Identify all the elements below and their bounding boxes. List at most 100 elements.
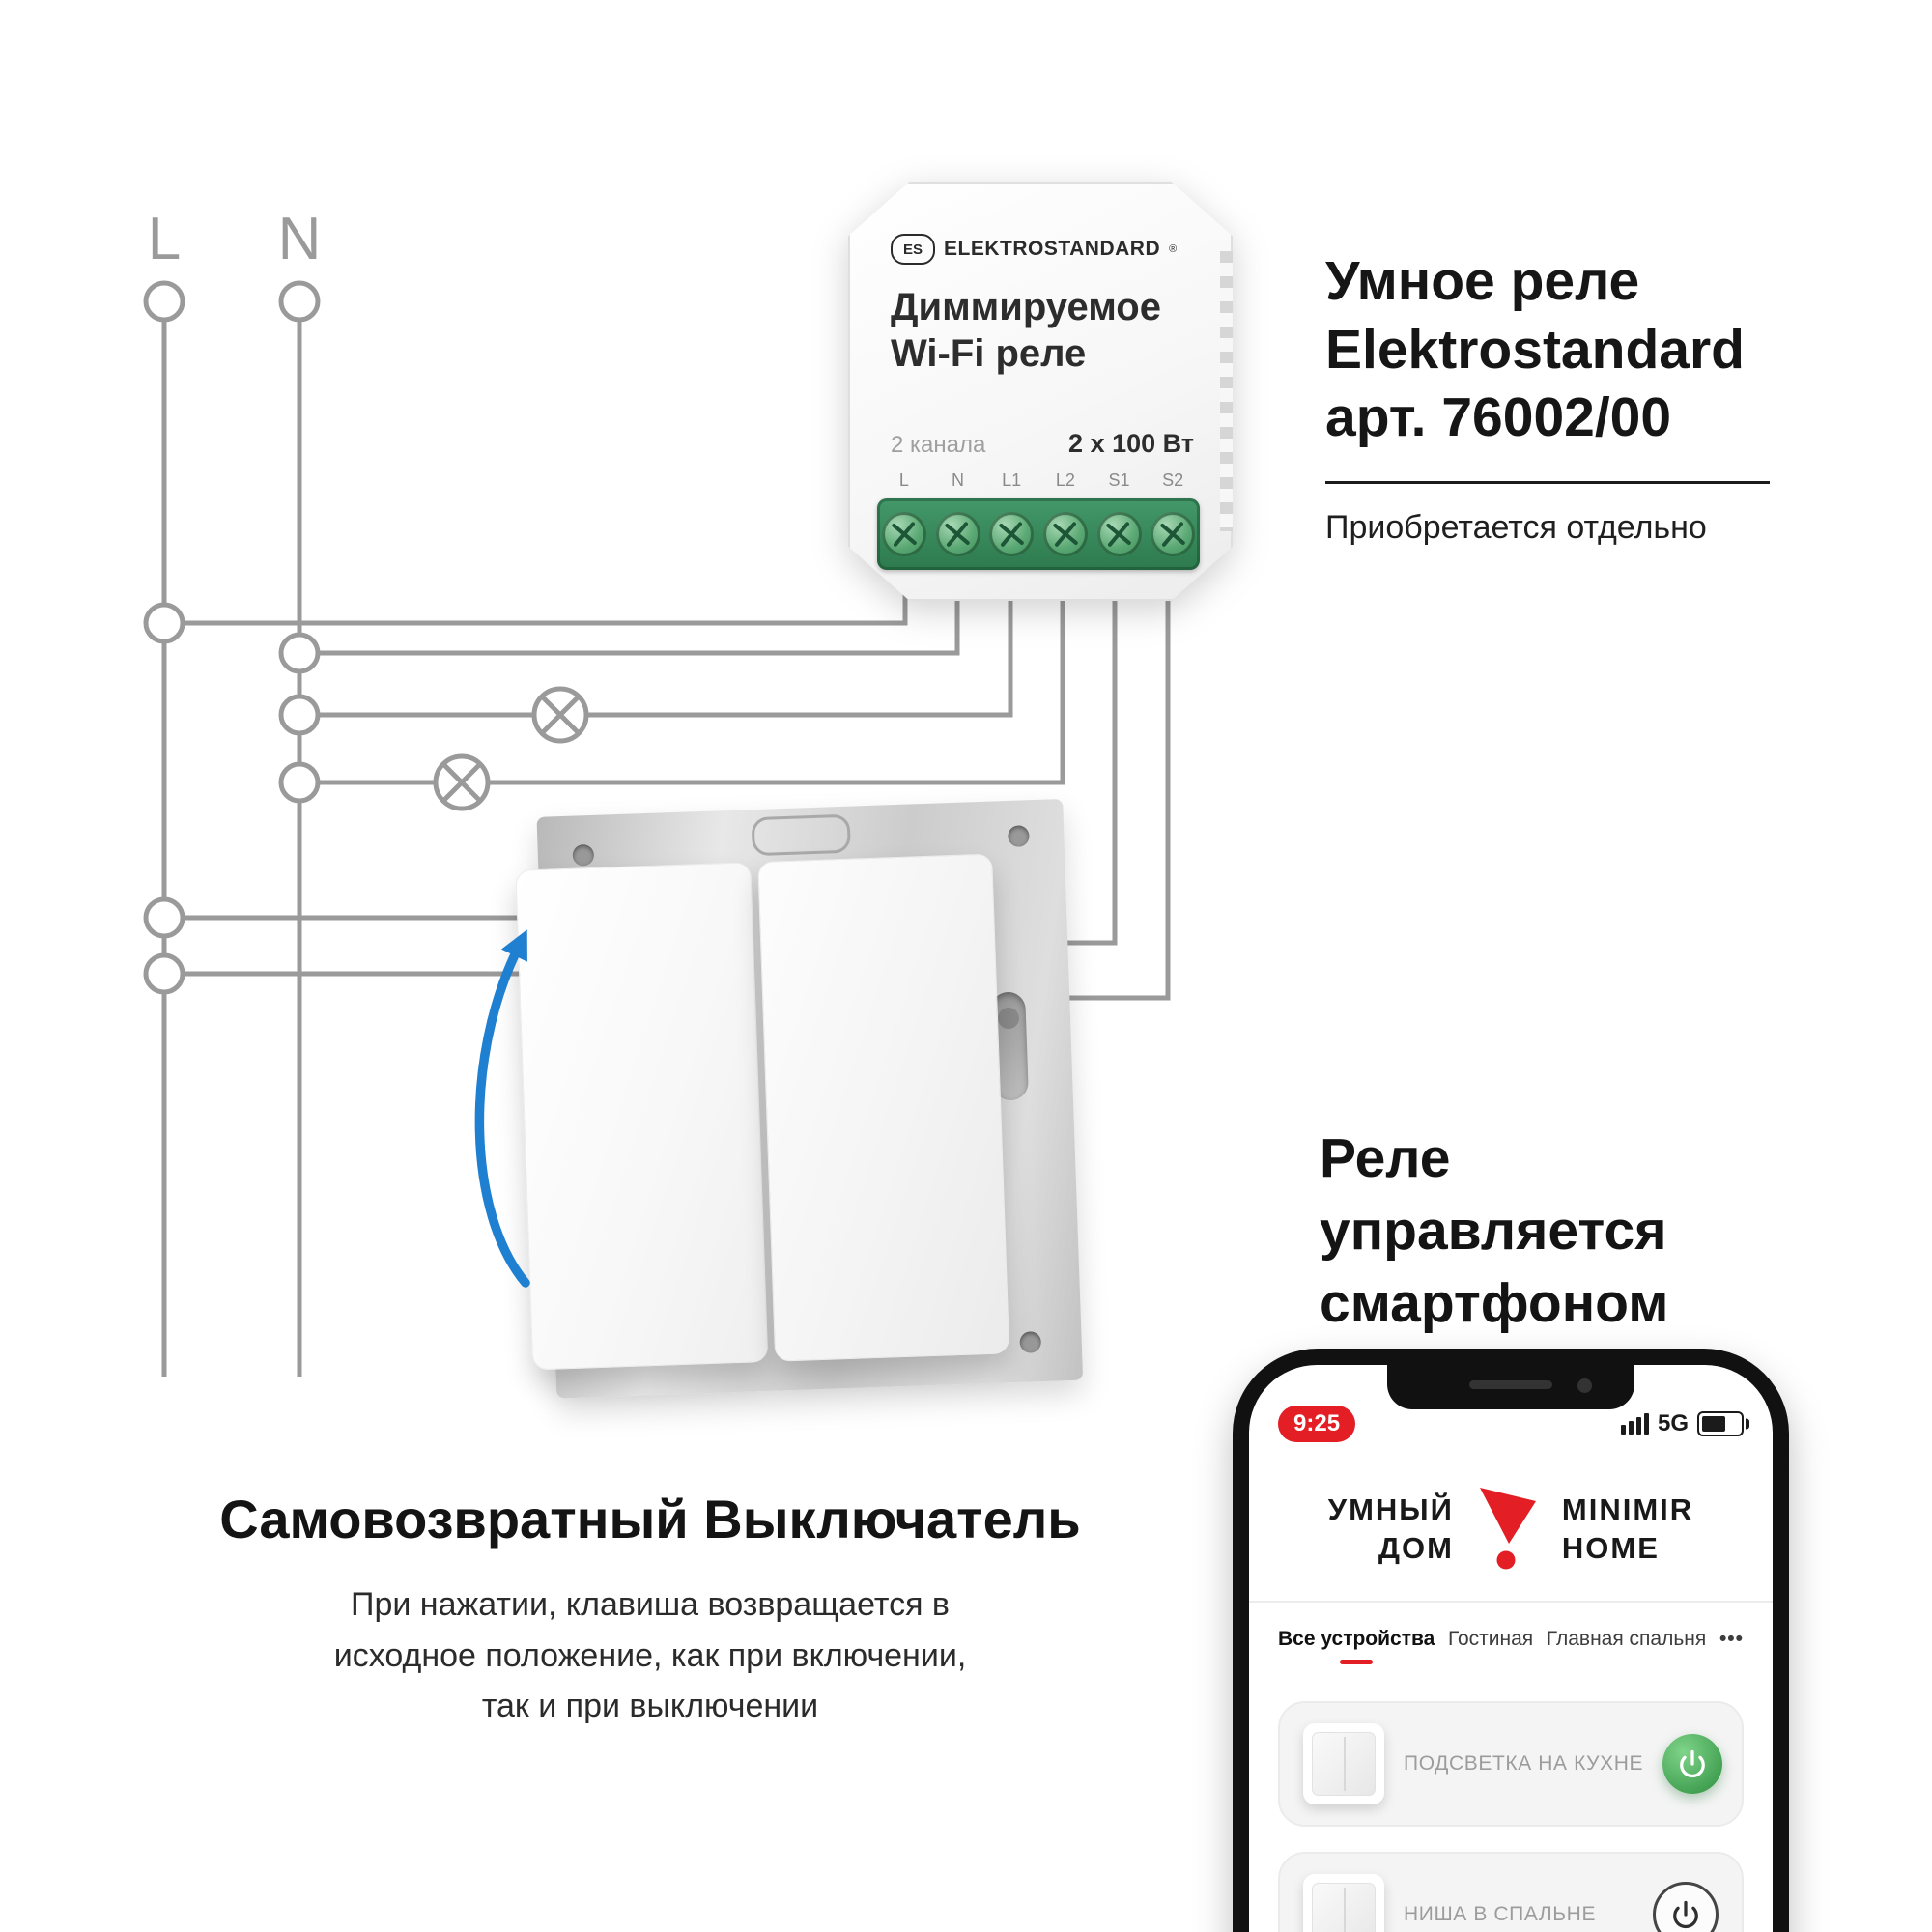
wire-to-terminal-l2 bbox=[299, 578, 1065, 785]
battery-icon bbox=[1697, 1411, 1744, 1436]
app-brand-left: УМНЫЙ ДОМ bbox=[1328, 1491, 1454, 1567]
terminal-block bbox=[877, 498, 1200, 570]
status-icons: 5G bbox=[1620, 1410, 1744, 1437]
lamp-icons bbox=[433, 686, 589, 811]
smart-control-title: Реле управляется смартфоном bbox=[1320, 1122, 1668, 1341]
terminal-label-l1: L1 bbox=[1002, 470, 1022, 490]
registered-mark: ® bbox=[1169, 243, 1178, 255]
power-icon bbox=[1680, 1749, 1705, 1778]
brand-left-line2: ДОМ bbox=[1378, 1531, 1454, 1565]
phase-label-l: L bbox=[148, 206, 181, 272]
wall-switch-illustration bbox=[515, 790, 1108, 1418]
camera-icon bbox=[1577, 1378, 1592, 1393]
junction-nodes bbox=[143, 280, 321, 995]
lamp-icon bbox=[433, 753, 491, 811]
tab-all-devices[interactable]: Все устройства bbox=[1278, 1628, 1435, 1664]
lamp-icon bbox=[531, 686, 589, 744]
neutral-label-n: N bbox=[278, 206, 322, 272]
terminal-screw bbox=[877, 512, 931, 556]
switch-rockers bbox=[515, 853, 1010, 1371]
phone-notch bbox=[1387, 1365, 1634, 1409]
relay-title-line2: Wi-Fi реле bbox=[891, 332, 1087, 375]
phone-screen: 9:25 5G УМНЫЙ ДОМ bbox=[1249, 1365, 1773, 1932]
relay-info-line3: арт. 76002/00 bbox=[1325, 386, 1672, 449]
wire-to-terminal-n bbox=[299, 578, 960, 656]
terminal-label-l: L bbox=[898, 470, 909, 490]
purchase-note: Приобретается отдельно bbox=[1325, 509, 1707, 547]
mounting-slot bbox=[751, 813, 851, 857]
brand-left-line1: УМНЫЙ bbox=[1327, 1492, 1454, 1527]
wire-to-terminal-l bbox=[164, 578, 908, 626]
power-icon bbox=[1673, 1900, 1698, 1929]
tab-label: Все устройства bbox=[1278, 1628, 1435, 1650]
device-name: НИША В СПАЛЬНЕ bbox=[1404, 1903, 1597, 1925]
brand-name: ELEKTROSTANDARD bbox=[944, 238, 1161, 260]
smart-title-line1: Реле bbox=[1320, 1127, 1451, 1189]
smart-home-app: 9:25 5G УМНЫЙ ДОМ bbox=[1249, 1365, 1773, 1932]
screw-hole bbox=[572, 843, 595, 867]
tab-living-room[interactable]: Гостиная bbox=[1448, 1628, 1533, 1651]
terminal-label-n: N bbox=[952, 470, 964, 490]
brand-right-line2: HOME bbox=[1561, 1531, 1660, 1565]
status-time: 9:25 bbox=[1278, 1406, 1356, 1442]
terminal-screw bbox=[1038, 512, 1093, 556]
relay-info-title: Умное реле Elektrostandard арт. 76002/00 bbox=[1325, 247, 1770, 452]
screw-hole bbox=[1008, 825, 1030, 847]
tab-label: Главная спальня bbox=[1546, 1628, 1707, 1650]
divider bbox=[1325, 481, 1770, 485]
terminal-screw bbox=[931, 512, 985, 556]
terminal-screw bbox=[1146, 512, 1200, 556]
relay-channels: 2 канала bbox=[891, 432, 986, 458]
relay-power-rating: 2 x 100 Вт bbox=[1068, 429, 1194, 458]
network-type: 5G bbox=[1657, 1410, 1689, 1436]
app-tabs: Все устройства Гостиная Главная спальня … bbox=[1278, 1628, 1744, 1664]
terminal-label-s1: S1 bbox=[1108, 470, 1130, 490]
relay-info-line2: Elektrostandard bbox=[1325, 318, 1745, 381]
status-bar: 9:25 5G bbox=[1278, 1406, 1744, 1442]
terminal-labels: L N L1 L2 S1 S2 bbox=[877, 470, 1200, 491]
relay-heatsink-fins bbox=[1220, 251, 1233, 531]
smart-title-line2: управляется bbox=[1320, 1200, 1667, 1263]
device-name: ПОДСВЕТКА НА КУХНЕ bbox=[1404, 1752, 1644, 1775]
tab-main-bedroom[interactable]: Главная спальня bbox=[1547, 1628, 1706, 1651]
speaker-icon bbox=[1469, 1380, 1552, 1389]
more-icon: ••• bbox=[1719, 1628, 1744, 1650]
tab-label: Гостиная bbox=[1447, 1628, 1534, 1650]
relay-device: ES ELEKTROSTANDARD ® Диммируемое Wi-Fi р… bbox=[848, 182, 1233, 601]
smart-title-line3: смартфоном bbox=[1320, 1272, 1669, 1335]
brand-right-line1: MINIMIR bbox=[1561, 1492, 1694, 1527]
header-divider bbox=[1249, 1601, 1773, 1603]
switch-description: При нажатии, клавиша возвращается в исхо… bbox=[333, 1586, 967, 1725]
return-arrow-icon bbox=[474, 929, 530, 1288]
active-tab-underline bbox=[1340, 1660, 1374, 1664]
signal-bars-icon bbox=[1620, 1413, 1649, 1435]
terminal-label-l2: L2 bbox=[1055, 470, 1075, 490]
relay-specs: 2 канала 2 x 100 Вт bbox=[891, 429, 1194, 459]
switch-thumbnail-image bbox=[1303, 1874, 1384, 1932]
device-card-kitchen-light: ПОДСВЕТКА НА КУХНЕ bbox=[1278, 1701, 1744, 1827]
terminal-screw bbox=[1093, 512, 1147, 556]
relay-body: ES ELEKTROSTANDARD ® Диммируемое Wi-Fi р… bbox=[848, 182, 1233, 601]
switch-rocker-right bbox=[756, 853, 1010, 1362]
relay-title: Диммируемое Wi-Fi реле bbox=[891, 284, 1161, 377]
tab-more[interactable]: ••• bbox=[1719, 1628, 1744, 1651]
terminal-label-s2: S2 bbox=[1162, 470, 1184, 490]
switch-info-block: Самовозвратный Выключатель При нажатии, … bbox=[131, 1488, 1169, 1732]
app-header: УМНЫЙ ДОМ MINIMIR HOME bbox=[1278, 1487, 1744, 1572]
wire-from-terminal-s2 bbox=[1061, 578, 1171, 1001]
power-toggle-off[interactable] bbox=[1653, 1882, 1719, 1932]
terminal-screw bbox=[984, 512, 1038, 556]
screw-hole bbox=[1019, 1331, 1042, 1353]
switch-thumbnail-image bbox=[1303, 1723, 1384, 1804]
es-logo-icon: ES bbox=[891, 234, 935, 265]
smartphone-mockup: 9:25 5G УМНЫЙ ДОМ bbox=[1233, 1349, 1789, 1932]
device-card-bedroom-niche: НИША В СПАЛЬНЕ bbox=[1278, 1852, 1744, 1932]
switch-title: Самовозвратный Выключатель bbox=[219, 1489, 1081, 1549]
power-toggle-on[interactable] bbox=[1662, 1734, 1723, 1794]
relay-brand: ES ELEKTROSTANDARD ® bbox=[891, 234, 1177, 265]
minimir-logo-icon bbox=[1479, 1488, 1536, 1570]
relay-info-line1: Умное реле bbox=[1325, 250, 1640, 312]
app-brand-right: MINIMIR HOME bbox=[1562, 1491, 1693, 1567]
